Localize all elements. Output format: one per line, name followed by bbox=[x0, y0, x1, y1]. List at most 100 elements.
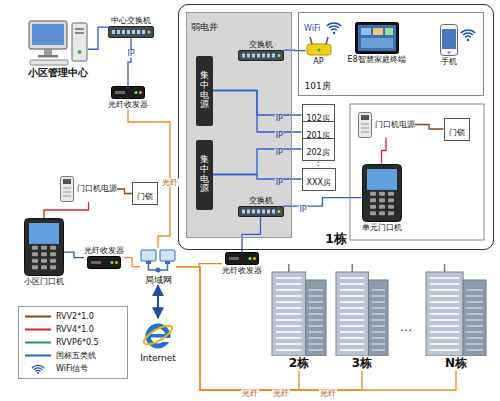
wifi-ap: AP bbox=[306, 36, 332, 66]
node-label: 集中电源 bbox=[200, 71, 209, 111]
edge-label-holder: IP bbox=[126, 41, 135, 60]
building: 3栋 bbox=[334, 262, 390, 371]
connector bbox=[284, 198, 362, 207]
connector bbox=[157, 285, 159, 318]
legend-row: RVV4*1.0 bbox=[24, 323, 122, 336]
legend-row: WiFi信号 bbox=[24, 362, 122, 375]
node-label: 1栋 bbox=[325, 232, 347, 247]
connector bbox=[176, 267, 362, 390]
label-holder: 1栋 bbox=[179, 228, 493, 247]
free-label-holder: WiFi bbox=[304, 16, 320, 35]
node-label: N栋 bbox=[445, 357, 467, 371]
connector bbox=[124, 258, 140, 267]
edge-label-holder: IP bbox=[275, 123, 284, 142]
connector bbox=[128, 38, 131, 86]
ie-icon bbox=[140, 318, 176, 352]
edge-label-holder: 光纤 bbox=[241, 381, 259, 400]
power-supply: 集中电源 bbox=[196, 56, 213, 126]
switch-icon bbox=[238, 206, 284, 217]
tablet-icon bbox=[355, 22, 399, 54]
edge-label: IP bbox=[298, 206, 307, 214]
floor-switch: 交换机 bbox=[238, 40, 284, 61]
fiber-transceiver: 光纤收发器 bbox=[222, 252, 262, 275]
edge-label-holder: IP bbox=[298, 197, 307, 216]
node-label: 门锁 bbox=[449, 128, 465, 137]
connector bbox=[213, 91, 302, 133]
edge-label: IP bbox=[275, 115, 284, 123]
connector bbox=[64, 252, 84, 258]
label-holder: 101房 bbox=[305, 74, 331, 93]
node-label: 手机 bbox=[441, 57, 457, 66]
door-power: 门口机电源 bbox=[60, 176, 117, 202]
node-label: 门口机电源 bbox=[375, 120, 415, 129]
core-switch: 中心交换机 bbox=[108, 16, 154, 38]
legend-sample bbox=[24, 324, 52, 335]
lan-icon bbox=[140, 248, 176, 274]
node-label: Internet bbox=[140, 353, 176, 363]
node-label: 交换机 bbox=[249, 40, 273, 49]
edge-label: IP bbox=[275, 132, 284, 140]
legend-text: RVVP6*0.5 bbox=[56, 338, 99, 347]
legend-sample bbox=[24, 350, 52, 361]
connector bbox=[242, 217, 261, 252]
node-label: 单元门口机 bbox=[362, 223, 402, 232]
door-icon bbox=[24, 218, 64, 276]
power-icon bbox=[358, 112, 372, 138]
building-panel: 1栋弱电井交换机集中电源集中电源交换机101房APE8智慧家庭终端手机102房2… bbox=[178, 4, 494, 250]
switch-icon bbox=[108, 26, 154, 38]
legend-row: 国标五类线 bbox=[24, 349, 122, 362]
wifi-symbol bbox=[461, 30, 475, 41]
node-label: 交换机 bbox=[249, 196, 273, 205]
edge-label-holder: 光纤 bbox=[319, 381, 337, 400]
connector bbox=[44, 202, 89, 218]
legend-text: 国标五类线 bbox=[56, 351, 96, 360]
node-label: 201房 bbox=[307, 131, 330, 140]
connector bbox=[213, 175, 302, 180]
bldg-icon bbox=[334, 262, 390, 356]
node-label: 2栋 bbox=[289, 357, 309, 371]
mobile-phone: 手机 bbox=[440, 24, 458, 66]
room-box: 101房APE8智慧家庭终端手机 bbox=[298, 12, 484, 96]
connector bbox=[382, 138, 387, 164]
switch-icon bbox=[238, 50, 284, 61]
unit-group-frame bbox=[350, 104, 484, 240]
pc-icon bbox=[28, 20, 88, 66]
door-power: 门口机电源 bbox=[358, 112, 415, 138]
ap-icon bbox=[306, 36, 332, 56]
floor-switch: 交换机 bbox=[238, 196, 284, 217]
note-label: … bbox=[400, 321, 412, 335]
lan-hub: 局域网 bbox=[140, 248, 176, 285]
node-label: 弱电井 bbox=[191, 22, 218, 32]
node-label: 102房 bbox=[307, 114, 330, 123]
legend-text: RVV4*1.0 bbox=[56, 325, 94, 334]
legend-sample bbox=[24, 337, 52, 348]
edge-label-holder: IP bbox=[275, 140, 284, 159]
free-label-holder: … bbox=[400, 316, 412, 335]
node-label: 局域网 bbox=[145, 275, 172, 285]
node-label: 门口机电源 bbox=[77, 184, 117, 193]
connector bbox=[415, 125, 444, 130]
node-label: 光纤收发器 bbox=[84, 246, 124, 255]
legend-row: RVVP6*0.5 bbox=[24, 336, 122, 349]
legend-text: RVV2*1.0 bbox=[56, 312, 94, 321]
lock-box: 门锁 bbox=[444, 118, 470, 141]
node-label: 中心交换机 bbox=[111, 16, 151, 25]
bldg-icon bbox=[424, 262, 488, 356]
node-label: 小区管理中心 bbox=[28, 67, 88, 79]
node-label: 3栋 bbox=[352, 357, 372, 371]
edge-label-holder: 光纤 bbox=[161, 170, 179, 189]
edge-label: 光纤 bbox=[319, 390, 337, 398]
building: 2栋 bbox=[270, 262, 328, 371]
edge-label-holder: IP bbox=[275, 106, 284, 125]
edge-label: IP bbox=[275, 149, 284, 157]
fiber-transceiver: 光纤收发器 bbox=[108, 86, 148, 109]
edge-label: 光纤 bbox=[241, 390, 259, 398]
shaft-column: 弱电井交换机集中电源集中电源交换机 bbox=[186, 12, 292, 238]
door-station: 小区门口机 bbox=[24, 218, 64, 286]
legend-sample bbox=[24, 311, 52, 322]
internet-icon: Internet bbox=[140, 318, 176, 363]
connector bbox=[117, 189, 132, 194]
door-icon bbox=[362, 164, 402, 222]
edge-label-holder: 光纤 bbox=[272, 381, 290, 400]
label-holder: 弱电井 bbox=[191, 15, 218, 34]
